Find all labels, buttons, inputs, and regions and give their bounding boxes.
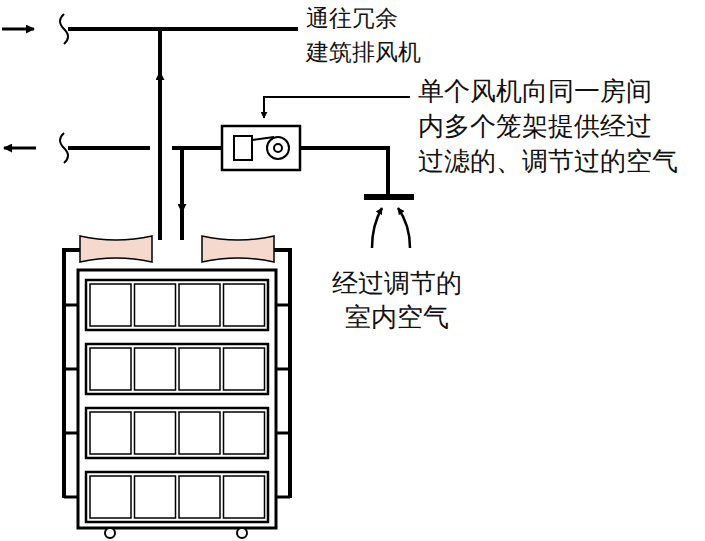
fan-housing bbox=[222, 126, 300, 170]
cage bbox=[224, 412, 265, 454]
fan-wheel bbox=[267, 137, 289, 159]
cage bbox=[135, 476, 176, 518]
intake-duct bbox=[300, 148, 388, 196]
supply-duct bbox=[172, 146, 222, 150]
fan-motor bbox=[234, 136, 252, 160]
cage bbox=[179, 348, 220, 390]
exhaust-riser bbox=[158, 29, 162, 240]
air-arrow bbox=[398, 208, 410, 248]
caster bbox=[105, 528, 115, 538]
cage bbox=[135, 284, 176, 326]
cage bbox=[179, 412, 220, 454]
supply-port bbox=[276, 432, 290, 435]
exhaust-port bbox=[64, 432, 78, 435]
break-symbol bbox=[60, 133, 68, 163]
filter bbox=[80, 236, 152, 262]
rack-frame bbox=[78, 270, 276, 528]
supply-port bbox=[276, 496, 290, 499]
filter bbox=[202, 236, 274, 262]
intake-hood bbox=[364, 194, 414, 200]
supply-port bbox=[276, 368, 290, 371]
exhaust-duct bbox=[68, 27, 298, 31]
flow-arrow bbox=[181, 180, 184, 212]
cage bbox=[90, 412, 131, 454]
flow-arrow bbox=[159, 72, 162, 100]
cage-shelf bbox=[86, 408, 268, 458]
cage bbox=[224, 348, 265, 390]
cage bbox=[179, 476, 220, 518]
air-label: 经过调节的 室内空气 bbox=[322, 266, 472, 334]
cage bbox=[224, 476, 265, 518]
supply-drop bbox=[180, 148, 184, 240]
duct-label: 通往冗余 建筑排风机 bbox=[306, 1, 446, 69]
caster bbox=[237, 528, 247, 538]
cage-shelf bbox=[86, 280, 268, 330]
cage bbox=[224, 284, 265, 326]
leader-arrow bbox=[264, 97, 410, 118]
flow-arrow bbox=[4, 147, 36, 150]
supply-port bbox=[276, 304, 290, 307]
exhaust-port bbox=[64, 496, 78, 499]
air-arrow bbox=[372, 208, 382, 248]
cage bbox=[135, 412, 176, 454]
break-symbol bbox=[60, 14, 68, 44]
cage-shelf bbox=[86, 344, 268, 394]
flow-arrow bbox=[2, 28, 34, 31]
exhaust-port bbox=[64, 368, 78, 371]
cage bbox=[90, 476, 131, 518]
cage bbox=[90, 348, 131, 390]
cage bbox=[179, 284, 220, 326]
cage-shelf bbox=[86, 472, 268, 522]
exhaust-port bbox=[64, 304, 78, 307]
supply-duct bbox=[68, 146, 150, 150]
cage bbox=[90, 284, 131, 326]
callout-note: 单个风机向同一房间 内多个笼架提供经过 过滤的、调节过的空气 bbox=[418, 74, 703, 179]
cage bbox=[135, 348, 176, 390]
